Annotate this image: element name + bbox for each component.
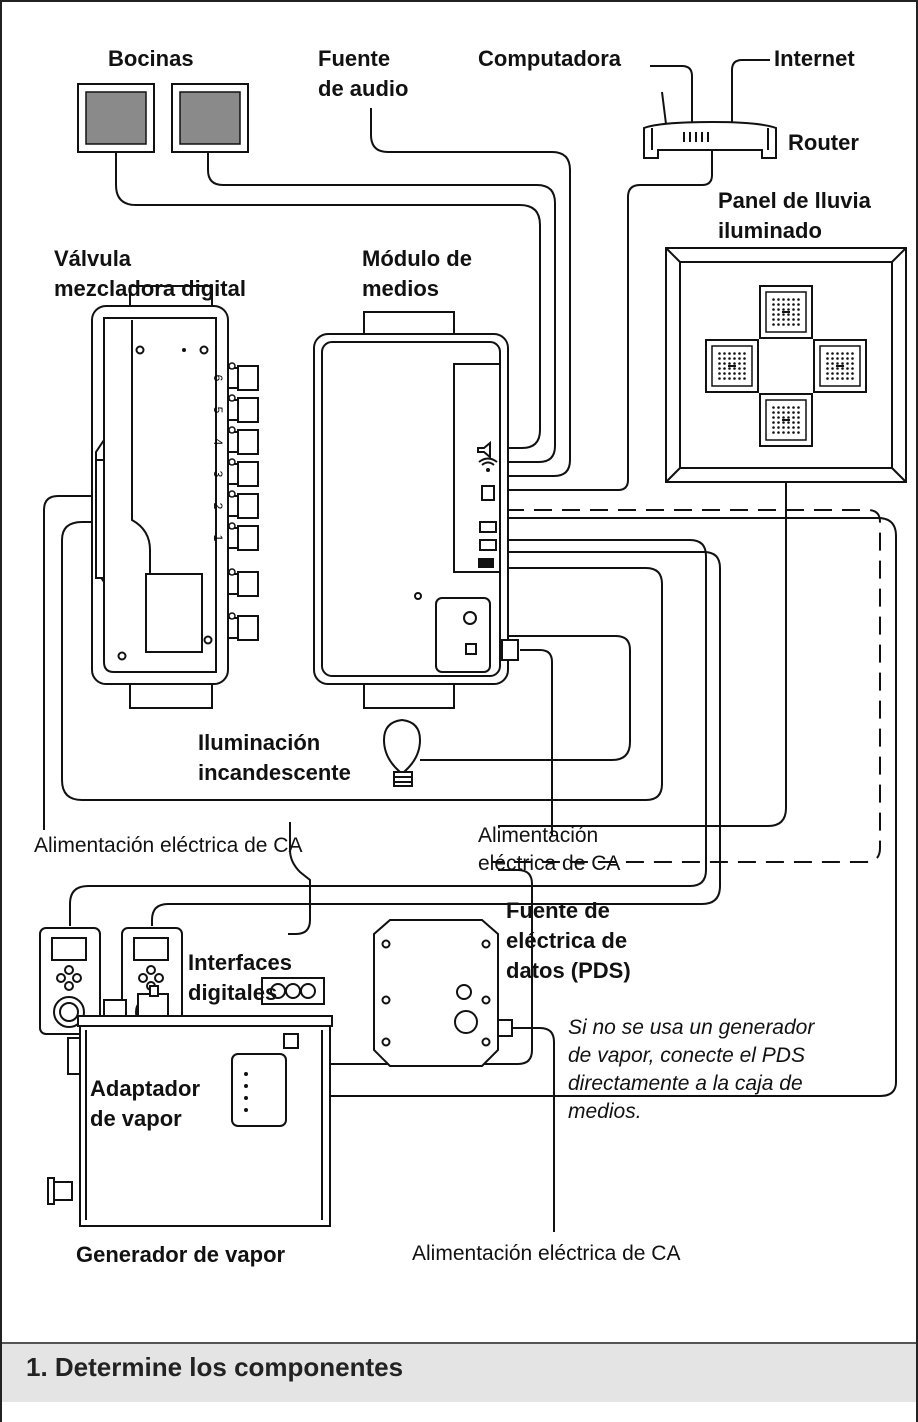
label-note-1: Si no se usa un generador bbox=[568, 1016, 815, 1039]
label-valvula-1: Válvula bbox=[54, 246, 132, 271]
label-generador: Generador de vapor bbox=[76, 1242, 286, 1267]
valve-port bbox=[227, 394, 259, 423]
label-adaptador-1: Adaptador bbox=[90, 1076, 200, 1101]
valve-port bbox=[227, 362, 259, 391]
speaker-icon bbox=[77, 83, 155, 153]
label-internet: Internet bbox=[774, 46, 855, 71]
speakers bbox=[77, 83, 249, 153]
label-adaptador-2: de vapor bbox=[90, 1106, 182, 1131]
rain-nozzle bbox=[705, 339, 759, 393]
speaker-port-icon bbox=[477, 440, 491, 460]
ui-port-icon bbox=[478, 521, 497, 568]
rain-nozzle bbox=[813, 339, 867, 393]
valve-port bbox=[227, 490, 259, 519]
rain-nozzle bbox=[759, 393, 813, 447]
label-panel-2: iluminado bbox=[718, 218, 822, 243]
label-pds-3: datos (PDS) bbox=[506, 958, 631, 983]
label-iluminacion-2: incandescente bbox=[198, 760, 351, 785]
light-bulb-icon bbox=[382, 718, 422, 787]
power-data-supply bbox=[373, 919, 513, 1067]
labels: Bocinas Fuente de audio Computadora Inte… bbox=[34, 46, 872, 1267]
label-note-3: directamente a la caja de bbox=[568, 1072, 803, 1095]
valve-port-number: 5 bbox=[211, 407, 225, 414]
label-note-4: medios. bbox=[568, 1100, 642, 1123]
valve-port bbox=[227, 522, 259, 551]
label-ac-mid-1: Alimentación bbox=[478, 824, 598, 847]
wireless-icon bbox=[478, 457, 498, 472]
media-module bbox=[313, 311, 519, 709]
valve-port-number: 4 bbox=[211, 439, 225, 446]
label-note-2: de vapor, conecte el PDS bbox=[568, 1044, 805, 1067]
label-modulo-2: medios bbox=[362, 276, 439, 301]
label-interfaces-1: Interfaces bbox=[188, 950, 292, 975]
label-modulo-1: Módulo de bbox=[362, 246, 472, 271]
speaker-icon bbox=[171, 83, 249, 153]
valve-port bbox=[227, 612, 259, 641]
section-title: 1. Determine los componentes bbox=[26, 1352, 404, 1382]
label-router: Router bbox=[788, 130, 859, 155]
label-pds-2: eléctrica de bbox=[506, 928, 627, 953]
label-iluminacion-1: Iluminación bbox=[198, 730, 320, 755]
valve-port-number: 3 bbox=[211, 471, 225, 478]
label-panel-1: Panel de lluvia bbox=[718, 188, 872, 213]
wires bbox=[43, 59, 897, 1232]
valve-port-number: 1 bbox=[211, 535, 225, 542]
rain-nozzle bbox=[759, 285, 813, 339]
label-computadora: Computadora bbox=[478, 46, 622, 71]
label-ac-left: Alimentación eléctrica de CA bbox=[34, 834, 302, 857]
valve-port bbox=[227, 458, 259, 487]
label-ac-bottom: Alimentación eléctrica de CA bbox=[412, 1242, 680, 1265]
valve-port bbox=[227, 426, 259, 455]
label-fuente-audio-2: de audio bbox=[318, 76, 408, 101]
valve-port-number: 2 bbox=[211, 503, 225, 510]
label-bocinas: Bocinas bbox=[108, 46, 194, 71]
steam-generator-icon bbox=[47, 977, 333, 1227]
label-ac-mid-2: eléctrica de CA bbox=[478, 852, 620, 875]
rain-panel bbox=[665, 247, 907, 483]
router-icon bbox=[643, 91, 777, 159]
section-header-band bbox=[2, 1342, 916, 1402]
label-pds-1: Fuente de bbox=[506, 898, 610, 923]
label-valvula-2: mezcladora digital bbox=[54, 276, 246, 301]
digital-mixing-valve: 6 5 4 3 2 1 bbox=[91, 285, 259, 709]
label-fuente-audio-1: Fuente bbox=[318, 46, 390, 71]
valve-port bbox=[227, 568, 259, 597]
label-interfaces-2: digitales bbox=[188, 980, 277, 1005]
light-port-icon bbox=[463, 611, 477, 655]
valve-port-number: 6 bbox=[211, 375, 225, 382]
wiring-diagram: 6 5 4 3 2 1 bbox=[34, 46, 907, 1267]
user-interface-icon bbox=[39, 927, 101, 1035]
network-port-icon bbox=[481, 485, 495, 501]
